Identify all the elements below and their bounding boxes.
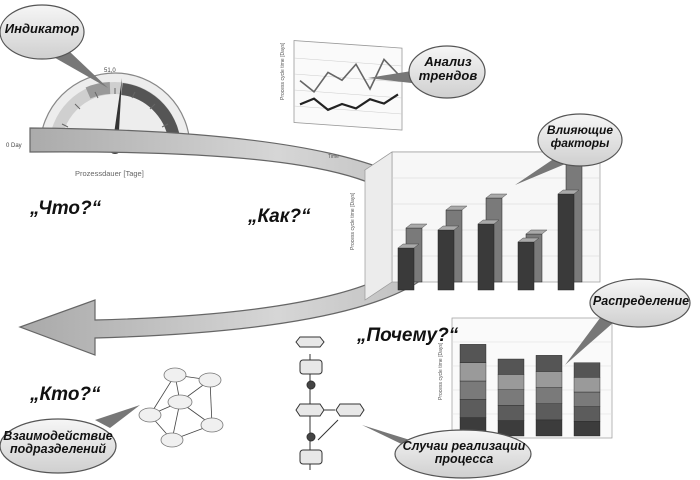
process-event-node [295, 403, 325, 417]
callout-interaction-line1: Взаимодействие [3, 429, 113, 443]
factor-bar-top [437, 225, 460, 231]
callout-cases-text: Случаи реализации процесса [398, 439, 530, 467]
interaction-network [138, 367, 224, 448]
distribution-segment [573, 421, 601, 437]
distribution-segment [497, 374, 525, 390]
callout-cases-line1: Случаи реализации [402, 439, 526, 453]
distribution-segment [535, 355, 563, 372]
callout-interaction-line2: подразделений [9, 442, 106, 457]
arrow-axis-label: Prozessdauer [Tage] [75, 169, 144, 178]
distribution-segment [573, 377, 601, 393]
factor-bar-top [397, 243, 420, 249]
callout-trends-line1: Анализ [424, 54, 472, 69]
distribution-segment [573, 362, 601, 378]
network-node [163, 367, 187, 383]
callout-factors [515, 113, 623, 185]
factor-bar [517, 241, 535, 291]
callout-cases [362, 425, 532, 479]
network-node [138, 407, 162, 423]
svg-text:Process cycle time [Days]: Process cycle time [Days] [280, 42, 286, 100]
process-connector-icon [306, 380, 316, 390]
callout-trends-line2: трендов [418, 67, 478, 83]
process-event-node [335, 403, 365, 417]
process-flow-diagram [295, 336, 365, 470]
process-function-node [299, 359, 323, 375]
callout-factors-text: Влияющие факторы [542, 124, 618, 149]
distribution-segment [535, 387, 563, 404]
network-node [200, 417, 224, 433]
network-node [160, 432, 184, 448]
factor-bar [477, 223, 495, 291]
factor-bar-top [477, 219, 500, 225]
distribution-segment [573, 406, 601, 422]
process-event-node [295, 336, 325, 348]
question-what: „Что?“ [30, 198, 102, 219]
callout-factors-line1: Влияющие [546, 123, 614, 137]
callout-trends [368, 45, 486, 99]
callout-indicator-text: Индикатор [4, 21, 80, 36]
factor-bar-top [525, 229, 548, 235]
network-node [167, 394, 193, 410]
callout-indicator [0, 4, 108, 88]
factor-bar-top [517, 237, 540, 243]
trend-series-line [299, 58, 399, 93]
process-connector-icon [306, 432, 316, 442]
gauge-value-label: 51,0 [104, 68, 116, 74]
callout-distribution-text: Распределение [592, 294, 690, 308]
network-node [198, 372, 222, 388]
question-why: „Почему?“ [357, 325, 459, 346]
distribution-segment [497, 405, 525, 421]
factor-bar-top [445, 205, 468, 211]
distribution-stacked-chart: Process cycle time [Days] [438, 317, 613, 439]
question-how: „Как?“ [248, 206, 311, 227]
svg-text:Time: Time [328, 154, 339, 160]
callout-interaction-text: Взаимодействие подразделений [2, 429, 114, 457]
distribution-segment [573, 391, 601, 407]
factor-bar [557, 193, 575, 291]
distribution-segment [459, 399, 487, 418]
factor-bar-top [485, 193, 508, 199]
gauge-left-label: 0 Day [6, 143, 22, 149]
factor-bar [437, 229, 455, 291]
factor-bar [397, 247, 415, 291]
distribution-segment [497, 389, 525, 406]
svg-text:Process cycle time [Days]: Process cycle time [Days] [350, 192, 356, 250]
svg-text:Process cycle time [Days]: Process cycle time [Days] [438, 342, 444, 400]
distribution-segment [535, 419, 563, 437]
trend-line-chart: Process cycle time [Days] Time [280, 40, 403, 160]
distribution-segment [497, 358, 525, 375]
process-function-node [299, 449, 323, 465]
distribution-segment [535, 403, 563, 421]
distribution-segment [459, 362, 487, 382]
distribution-segment [535, 371, 563, 388]
factors-bar-chart: Process cycle time [Days] [350, 151, 602, 301]
callout-trends-text: Анализ трендов [412, 55, 484, 82]
question-who: „Кто?“ [30, 384, 101, 405]
factor-bar-top [557, 189, 580, 195]
callout-cases-line2: процесса [434, 452, 494, 467]
factor-bar-top [405, 223, 428, 229]
callout-distribution [565, 278, 691, 365]
callout-factors-line2: факторы [550, 135, 610, 150]
distribution-segment [459, 344, 487, 363]
callout-interaction [0, 405, 140, 474]
trend-series-line [299, 93, 399, 112]
distribution-segment [459, 380, 487, 400]
